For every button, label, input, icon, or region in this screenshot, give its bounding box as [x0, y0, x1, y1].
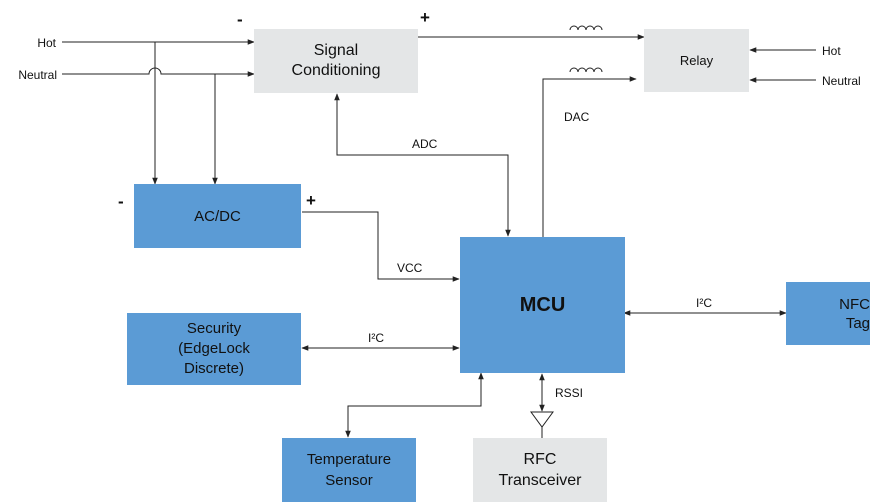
i2c-security-label: I²C [368, 331, 384, 345]
rfc-transceiver-block: RFC Transceiver [473, 438, 607, 502]
relay-neutral-label: Neutral [822, 74, 861, 88]
relay-hot-label: Hot [822, 44, 841, 58]
dac-wire [542, 76, 637, 237]
acdc-plus-sign: + [306, 191, 316, 210]
acdc-minus-sign: - [118, 192, 124, 211]
neutral-input-label: Neutral [18, 68, 57, 82]
coil-icon [569, 25, 603, 31]
nfc-tag-label: NFC Tag [839, 295, 870, 332]
acdc-block: AC/DC [134, 184, 301, 248]
signal-conditioning-block: Signal Conditioning [254, 29, 418, 93]
rssi-label: RSSI [555, 386, 583, 400]
coil-icon [569, 67, 603, 73]
security-block: Security (EdgeLock Discrete) [127, 313, 301, 385]
vcc-wire [302, 211, 460, 282]
dac-label: DAC [564, 110, 590, 124]
sc-plus-sign: + [420, 8, 430, 27]
antenna-icon [530, 411, 554, 428]
hot-input-label: Hot [37, 36, 56, 50]
temp-sensor-wire [345, 372, 484, 438]
neutral-wire [62, 67, 255, 77]
sc-minus-sign: - [237, 10, 243, 29]
relay-block: Relay [644, 29, 749, 92]
vcc-label: VCC [397, 261, 423, 275]
adc-wire [334, 93, 511, 237]
i2c-nfc-label: I²C [696, 296, 712, 310]
mcu-block: MCU [460, 237, 625, 373]
adc-label: ADC [412, 137, 438, 151]
temperature-sensor-block: Temperature Sensor [282, 438, 416, 502]
nfc-tag-block: NFC Tag [786, 282, 870, 345]
